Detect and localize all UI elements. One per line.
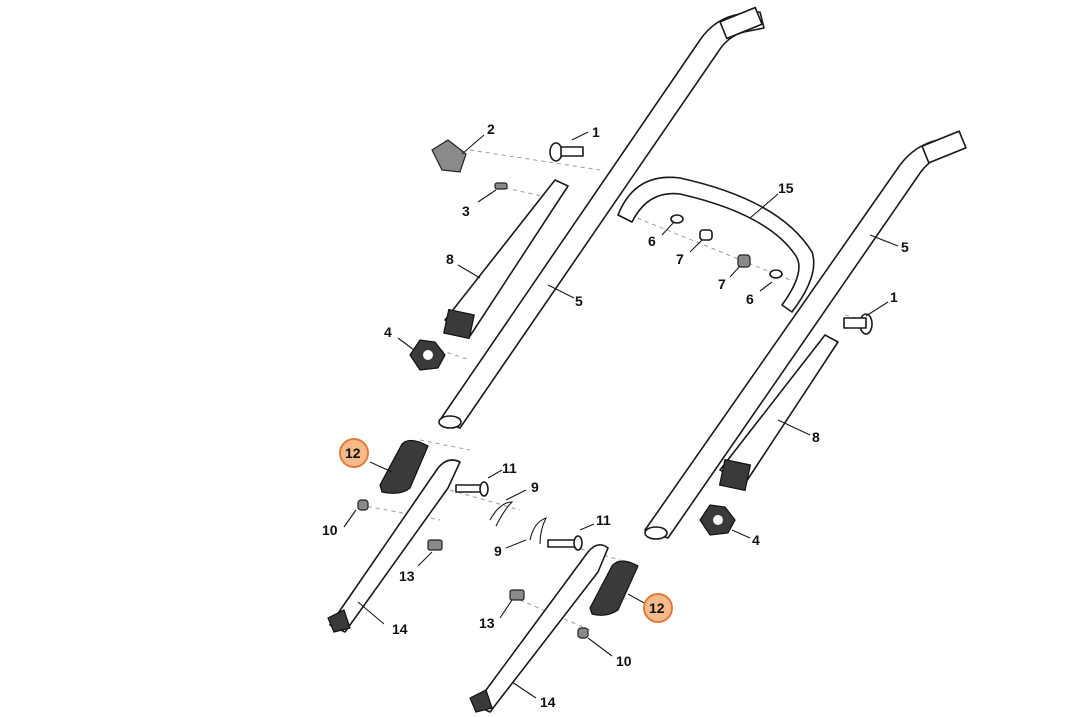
label-9: 9 — [531, 479, 539, 495]
label-13: 13 — [399, 568, 415, 584]
label-7: 7 — [718, 276, 726, 292]
label-6: 6 — [746, 291, 754, 307]
label-2: 2 — [487, 121, 495, 137]
upper-handle-left — [438, 6, 765, 429]
rail-right — [718, 334, 839, 492]
upper-handle-right — [644, 130, 967, 540]
label-12: 12 — [649, 600, 665, 616]
leader-lines — [343, 131, 899, 699]
highlight-circle-12 — [643, 593, 673, 623]
label-8: 8 — [812, 429, 820, 445]
cross-bar — [617, 176, 815, 313]
label-1: 1 — [592, 124, 600, 140]
cover-cap-right — [589, 560, 639, 616]
label-7: 7 — [676, 251, 684, 267]
label-4: 4 — [384, 324, 392, 340]
rail-left — [443, 179, 569, 340]
label-10: 10 — [322, 522, 338, 538]
label-5: 5 — [901, 239, 909, 255]
lower-handle-left — [327, 459, 461, 633]
star-knob-left — [409, 339, 446, 371]
label-4: 4 — [752, 532, 760, 548]
lower-handle-right — [469, 544, 609, 713]
label-15: 15 — [778, 180, 794, 196]
label-9: 9 — [494, 543, 502, 559]
label-10: 10 — [616, 653, 632, 669]
star-knob-right — [699, 504, 736, 536]
label-11: 11 — [502, 460, 517, 476]
clamp-lever — [431, 139, 467, 173]
callout-labels: 1 2 3 8 4 5 6 7 7 6 15 5 1 8 4 12 11 9 1… — [322, 121, 909, 710]
small-screw — [494, 182, 508, 190]
label-3: 3 — [462, 203, 470, 219]
hardware-lower — [357, 481, 589, 639]
carriage-bolt-upper — [549, 142, 584, 162]
label-5: 5 — [575, 293, 583, 309]
carriage-bolt-right — [843, 313, 873, 335]
label-14: 14 — [392, 621, 408, 637]
washers-nuts — [670, 214, 783, 279]
label-11: 11 — [596, 512, 611, 528]
label-1: 1 — [890, 289, 898, 305]
label-12: 12 — [345, 445, 361, 461]
highlight-circle-12 — [339, 438, 369, 468]
cover-cap-left — [379, 439, 429, 494]
label-14: 14 — [540, 694, 556, 710]
label-6: 6 — [648, 233, 656, 249]
label-13: 13 — [479, 615, 495, 631]
label-8: 8 — [446, 251, 454, 267]
